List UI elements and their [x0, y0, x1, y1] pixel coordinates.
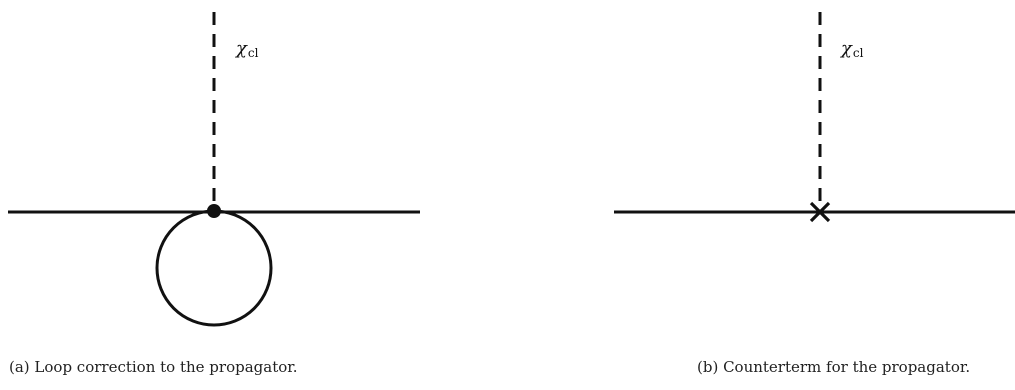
- field-symbol-b: χ: [841, 38, 852, 59]
- diagram-counterterm: [614, 12, 1015, 223]
- field-subscript-b: cl: [852, 46, 864, 60]
- caption-panel-a: (a) Loop correction to the propagator.: [9, 358, 298, 376]
- field-subscript-a: cl: [247, 46, 259, 60]
- diagram-loop-correction: [8, 12, 420, 327]
- loop-circle: [155, 209, 273, 327]
- interaction-vertex-dot: [207, 204, 221, 218]
- field-symbol-a: χ: [236, 38, 247, 59]
- field-label-chi-cl-b: χcl: [841, 38, 863, 60]
- field-label-chi-cl-a: χcl: [236, 38, 258, 60]
- caption-panel-b: (b) Counterterm for the propagator.: [697, 358, 971, 376]
- counterterm-cross-icon: [809, 201, 831, 223]
